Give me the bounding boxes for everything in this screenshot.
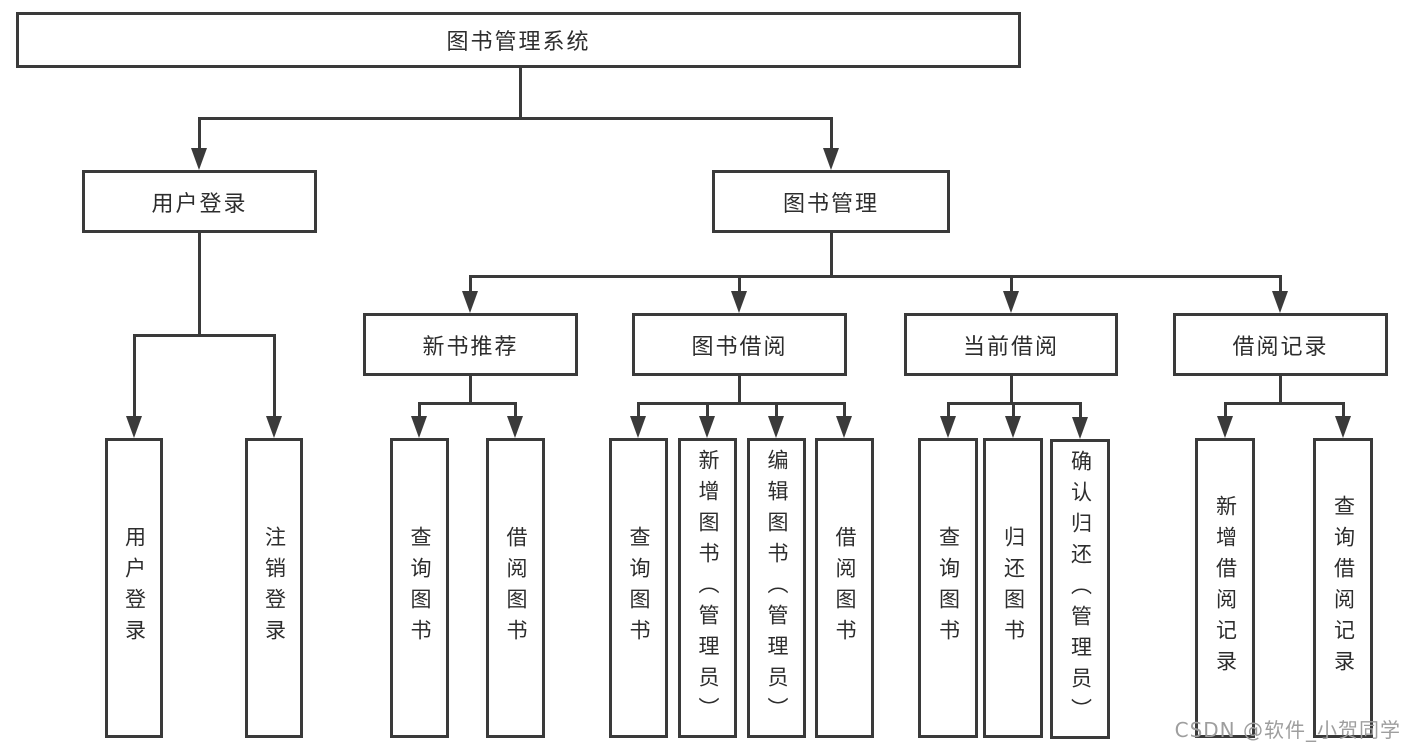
node-label: 图书借阅 xyxy=(691,334,788,360)
arrowhead-down-icon xyxy=(1217,416,1233,438)
leaf-query-books-recommend: 查询图书 xyxy=(390,438,449,738)
connector-line-vertical xyxy=(829,233,833,276)
connector-line-vertical xyxy=(468,376,472,403)
arrow-stem xyxy=(705,403,709,418)
arrowhead-down-icon xyxy=(940,416,956,438)
node-label: 新书推荐 xyxy=(422,334,519,360)
arrow-stem xyxy=(946,403,950,418)
leaf-edit-books-admin: 编辑图书（管理员） xyxy=(747,438,806,738)
connector-line-horizontal xyxy=(468,274,1282,278)
node-root-label: 图书管理系统 xyxy=(446,30,591,55)
arrowhead-down-icon xyxy=(630,416,646,438)
connector-line-horizontal xyxy=(417,401,517,405)
leaf-add-books-admin: 新增图书（管理员） xyxy=(678,438,737,738)
leaf-label: 编辑图书（管理员） xyxy=(765,448,789,728)
leaf-label: 查询图书 xyxy=(408,526,432,650)
leaf-label: 注销登录 xyxy=(262,526,287,650)
arrow-stem xyxy=(513,403,517,418)
arrowhead-down-icon xyxy=(126,416,142,438)
connector-line-vertical xyxy=(197,233,201,335)
connector-line-horizontal xyxy=(636,401,846,405)
arrow-stem xyxy=(737,276,741,293)
arrow-stem xyxy=(132,335,136,418)
leaf-label: 借阅图书 xyxy=(833,526,857,650)
arrowhead-down-icon xyxy=(1003,291,1019,313)
leaf-label: 借阅图书 xyxy=(504,526,528,650)
arrow-stem xyxy=(468,276,472,293)
connector-line-horizontal xyxy=(197,116,833,120)
leaf-query-borrow-record: 查询借阅记录 xyxy=(1313,438,1373,738)
leaf-return-books: 归还图书 xyxy=(983,438,1043,738)
leaf-user-login: 用户登录 xyxy=(105,438,163,738)
arrowhead-down-icon xyxy=(1335,416,1351,438)
arrow-stem xyxy=(197,118,201,150)
leaf-label: 查询借阅记录 xyxy=(1331,495,1356,681)
arrow-stem xyxy=(1341,403,1345,418)
arrowhead-down-icon xyxy=(1005,416,1021,438)
arrow-stem xyxy=(774,403,778,418)
node-label: 图书管理 xyxy=(782,191,879,217)
arrowhead-down-icon xyxy=(266,416,282,438)
arrowhead-down-icon xyxy=(462,291,478,313)
arrow-stem xyxy=(1278,276,1282,293)
connector-line-vertical xyxy=(518,68,522,118)
node-book-borrowing: 图书借阅 xyxy=(632,313,847,376)
leaf-label: 用户登录 xyxy=(122,526,147,650)
connector-line-vertical xyxy=(1278,376,1282,403)
arrowhead-down-icon xyxy=(411,416,427,438)
arrowhead-down-icon xyxy=(1072,417,1088,439)
arrowhead-down-icon xyxy=(1272,291,1288,313)
node-user-login: 用户登录 xyxy=(82,170,317,233)
arrowhead-down-icon xyxy=(507,416,523,438)
arrowhead-down-icon xyxy=(191,148,207,170)
connector-line-vertical xyxy=(737,376,741,403)
leaf-label: 查询图书 xyxy=(936,526,961,650)
arrow-stem xyxy=(1078,403,1082,419)
arrow-stem xyxy=(842,403,846,418)
arrow-stem xyxy=(1009,276,1013,293)
arrowhead-down-icon xyxy=(823,148,839,170)
node-label: 借阅记录 xyxy=(1232,334,1329,360)
leaf-logout: 注销登录 xyxy=(245,438,303,738)
leaf-label: 查询图书 xyxy=(627,526,651,650)
arrow-stem xyxy=(829,118,833,150)
leaf-add-borrow-record: 新增借阅记录 xyxy=(1195,438,1255,738)
csdn-watermark: CSDN @软件_小贺同学 xyxy=(1174,718,1401,742)
node-label: 当前借阅 xyxy=(962,334,1059,360)
leaf-query-books-current: 查询图书 xyxy=(918,438,978,738)
leaf-borrow-books-recommend: 借阅图书 xyxy=(486,438,545,738)
arrowhead-down-icon xyxy=(699,416,715,438)
connector-line-horizontal xyxy=(132,333,276,337)
node-label: 用户登录 xyxy=(151,191,248,217)
leaf-label: 新增借阅记录 xyxy=(1213,495,1238,681)
node-book-management: 图书管理 xyxy=(712,170,950,233)
leaf-label: 新增图书（管理员） xyxy=(696,448,720,728)
leaf-borrow-books: 借阅图书 xyxy=(815,438,874,738)
leaf-label: 归还图书 xyxy=(1001,526,1026,650)
leaf-query-books-borrow: 查询图书 xyxy=(609,438,668,738)
connector-line-horizontal xyxy=(1223,401,1345,405)
leaf-label: 确认归还（管理员） xyxy=(1068,449,1093,729)
leaf-confirm-return-admin: 确认归还（管理员） xyxy=(1050,439,1110,739)
arrow-stem xyxy=(272,335,276,418)
arrowhead-down-icon xyxy=(768,416,784,438)
node-current-borrowing: 当前借阅 xyxy=(904,313,1118,376)
arrowhead-down-icon xyxy=(731,291,747,313)
node-root: 图书管理系统 xyxy=(16,12,1021,68)
connector-line-vertical xyxy=(1009,376,1013,403)
arrow-stem xyxy=(1011,403,1015,418)
arrow-stem xyxy=(636,403,640,418)
node-borrowing-records: 借阅记录 xyxy=(1173,313,1388,376)
node-new-book-recommend: 新书推荐 xyxy=(363,313,578,376)
arrow-stem xyxy=(1223,403,1227,418)
arrow-stem xyxy=(417,403,421,418)
arrowhead-down-icon xyxy=(836,416,852,438)
